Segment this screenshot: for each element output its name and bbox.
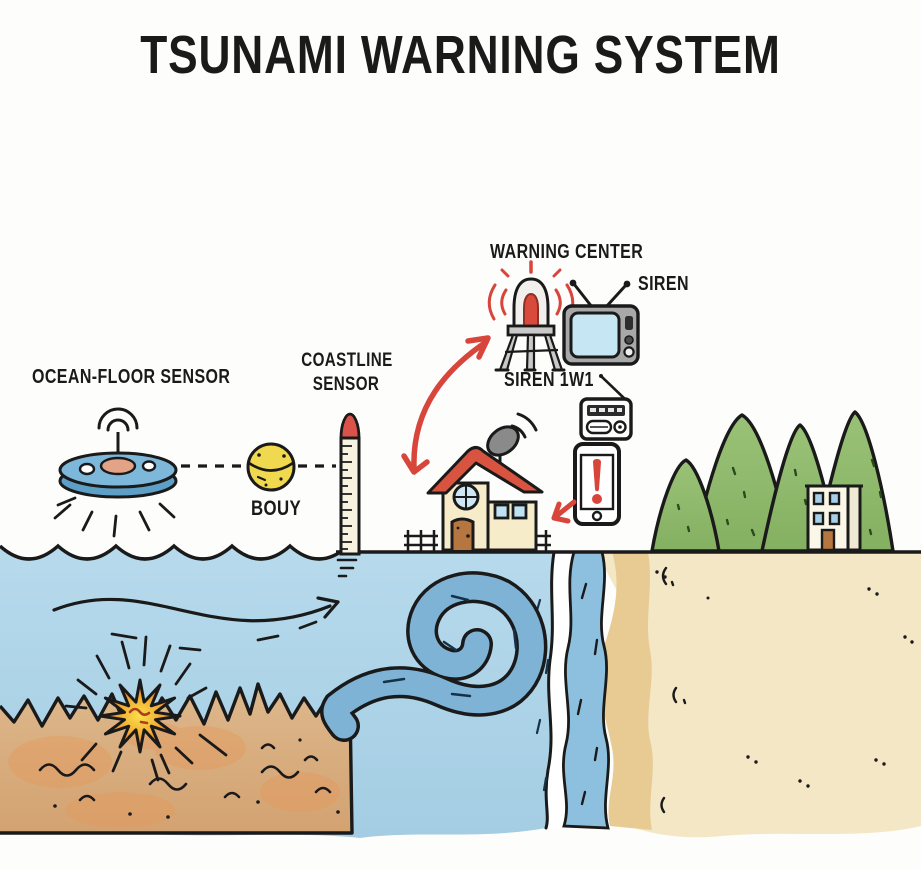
ocean-surface-line — [0, 543, 350, 561]
satellite-dish-icon — [486, 412, 538, 464]
siren-icon — [487, 260, 575, 372]
building-door — [820, 528, 836, 552]
hill-speckles — [676, 458, 883, 537]
sensor-ping-dashes — [53, 496, 176, 538]
shoreline-band — [562, 550, 610, 830]
page-title-text: TSUNAMI WARNING SYSTEM — [140, 25, 781, 85]
page-title: TSUNAMI WARNING SYSTEM — [0, 24, 921, 86]
ocean-floor-sensor-icon — [53, 407, 178, 538]
label-siren-tv: SIREN — [638, 273, 689, 295]
waterline-marks — [336, 558, 358, 578]
radio-icon — [579, 374, 633, 441]
seabed — [0, 682, 354, 835]
label-siren-radio: SIREN 1W1 — [504, 369, 594, 391]
phone-alert-icon — [573, 442, 621, 526]
tide-gauge-icon — [339, 412, 361, 556]
tsunami-wave-icon — [320, 571, 548, 742]
house-door — [450, 517, 475, 550]
house-roof — [426, 446, 544, 495]
buoy-icon — [246, 442, 296, 492]
alert-arrow-icon — [401, 335, 491, 475]
label-coastline-sensor-line1: COASTLINE — [301, 350, 393, 371]
label-warning-center: WARNING CENTER — [490, 241, 644, 263]
building-icon — [805, 484, 863, 552]
current-arrow-icon — [52, 596, 340, 652]
sand-dots — [53, 738, 340, 819]
beach — [596, 552, 921, 838]
tv-icon — [562, 279, 640, 366]
label-ocean-floor-sensor: OCEAN-FLOOR SENSOR — [32, 366, 231, 388]
label-buoy: BOUY — [251, 497, 302, 520]
sand-marks — [38, 743, 332, 802]
house-alert-arrow-icon — [551, 499, 577, 524]
house-icon — [404, 412, 551, 552]
label-coastline-sensor-line2: SENSOR — [312, 374, 380, 395]
earthquake-icon — [64, 635, 228, 782]
beach-speckles — [655, 570, 914, 788]
